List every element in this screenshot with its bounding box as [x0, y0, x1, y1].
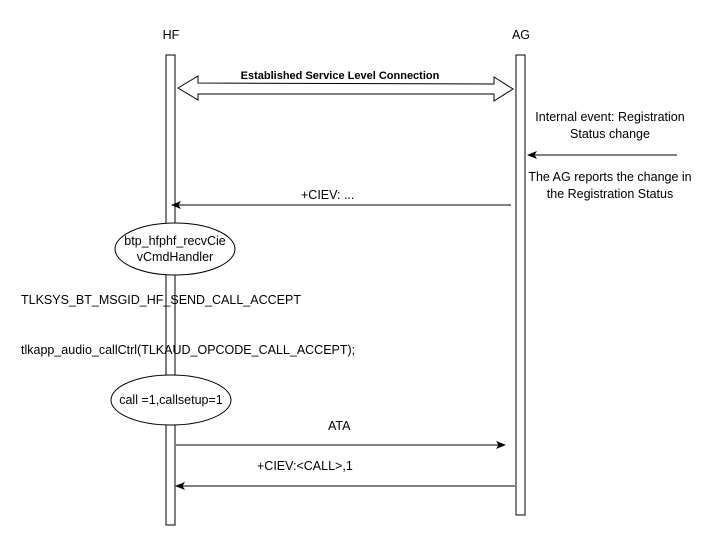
ag-reports-note-line1: The AG reports the change in	[528, 170, 692, 184]
internal-event-note-line2: Status change	[570, 127, 650, 141]
handler-ellipse	[114, 222, 236, 276]
ag-reports-note-line2: the Registration Status	[546, 187, 674, 201]
ag-header: AG	[511, 28, 531, 42]
ag-lifeline	[515, 54, 526, 516]
connection-label: Established Service Level Connection	[240, 70, 440, 82]
ciev-call-label: +CIEV:<CALL>,1	[257, 459, 353, 473]
connection-double-arrow	[177, 75, 514, 102]
internal-event-note-line1: Internal event: Registration	[535, 110, 685, 124]
hf-lifeline	[165, 54, 176, 526]
msg-accept-label: TLKSYS_BT_MSGID_HF_SEND_CALL_ACCEPT	[21, 293, 301, 307]
call-state-ellipse	[110, 374, 232, 426]
audio-ctrl-label: tlkapp_audio_callCtrl(TLKAUD_OPCODE_CALL…	[21, 343, 356, 357]
hf-header: HF	[162, 28, 180, 42]
ciev-dots-label: +CIEV: ...	[301, 188, 355, 202]
call-state-label: call =1,callsetup=1	[119, 393, 223, 407]
handler-label-line1: btp_hfphf_recvCie	[124, 234, 226, 248]
ata-label: ATA	[328, 419, 351, 433]
handler-label-line2: vCmdHandler	[136, 250, 214, 264]
